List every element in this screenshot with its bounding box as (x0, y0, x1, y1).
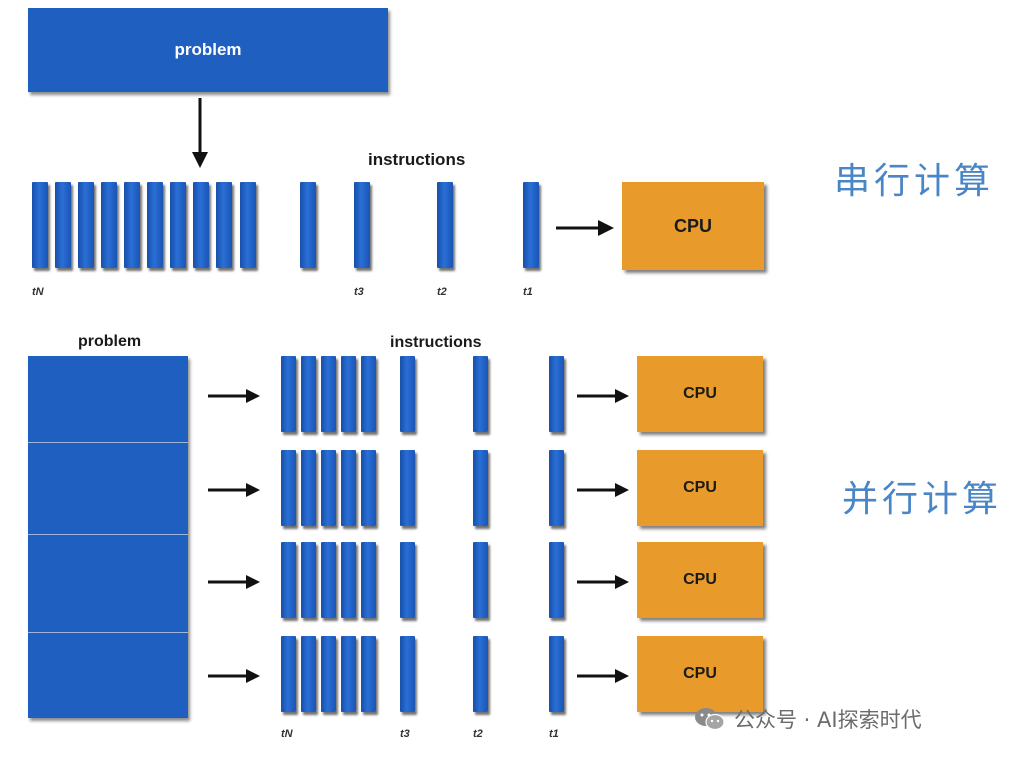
parallel-left-arrow (208, 669, 260, 683)
parallel-cpu-box: CPU (637, 356, 763, 432)
parallel-bar (473, 450, 488, 526)
serial-bar (147, 182, 163, 268)
parallel-right-arrow (577, 669, 629, 683)
serial-right-arrow (556, 220, 614, 236)
parallel-cpu-label: CPU (683, 571, 717, 588)
parallel-bar (341, 542, 356, 618)
problem-divider (28, 534, 188, 535)
serial-problem-box: problem (28, 8, 388, 92)
parallel-right-arrow (577, 575, 629, 589)
parallel-bar (341, 356, 356, 432)
serial-bar (240, 182, 256, 268)
parallel-bar (341, 636, 356, 712)
watermark-text: 公众号 · AI探索时代 (734, 708, 922, 732)
parallel-tick-t1: t1 (549, 728, 559, 740)
serial-title: 串行计算 (834, 161, 995, 202)
parallel-bar (549, 356, 564, 432)
parallel-bar (549, 636, 564, 712)
parallel-bar (321, 636, 336, 712)
parallel-bar (400, 450, 415, 526)
parallel-bar (281, 636, 296, 712)
serial-bar (78, 182, 94, 268)
serial-bar (101, 182, 117, 268)
serial-bar (437, 182, 453, 268)
parallel-bar (321, 450, 336, 526)
parallel-left-arrow (208, 389, 260, 403)
parallel-bar (473, 542, 488, 618)
parallel-bar (301, 636, 316, 712)
serial-cpu-label: CPU (673, 215, 712, 236)
parallel-bar (281, 356, 296, 432)
watermark: 公众号 · AI探索时代 (694, 704, 922, 734)
parallel-bar (361, 636, 376, 712)
serial-down-arrow (192, 98, 208, 168)
serial-bar (354, 182, 370, 268)
serial-bar (216, 182, 232, 268)
parallel-bar (549, 450, 564, 526)
parallel-bar (321, 356, 336, 432)
serial-tick-t2: t2 (437, 286, 447, 298)
wechat-icon (695, 708, 725, 731)
serial-tick-t3: t3 (354, 286, 364, 298)
serial-cpu-box: CPU (622, 182, 764, 270)
serial-tick-t1: t1 (523, 286, 533, 298)
parallel-bar (301, 356, 316, 432)
parallel-bar (361, 450, 376, 526)
parallel-tick-t3: t3 (400, 728, 410, 740)
problem-divider (28, 632, 188, 633)
parallel-bar (473, 356, 488, 432)
parallel-bar (400, 636, 415, 712)
serial-instructions-label: instructions (368, 150, 466, 169)
serial-bar (523, 182, 539, 268)
parallel-cpu-label: CPU (683, 479, 717, 496)
parallel-right-arrow (577, 389, 629, 403)
parallel-cpu-label: CPU (683, 385, 717, 402)
parallel-bar (301, 542, 316, 618)
parallel-cpu-box: CPU (637, 542, 763, 618)
parallel-cpu-box: CPU (637, 636, 763, 712)
parallel-title: 并行计算 (842, 479, 1003, 520)
serial-problem-label: problem (174, 40, 242, 59)
parallel-bar (321, 542, 336, 618)
parallel-left-arrow (208, 575, 260, 589)
parallel-left-arrow (208, 483, 260, 497)
parallel-bar (400, 356, 415, 432)
parallel-bar (281, 450, 296, 526)
parallel-right-arrow (577, 483, 629, 497)
parallel-tick-t2: t2 (473, 728, 483, 740)
serial-tick-tN: tN (32, 286, 44, 298)
serial-bar (300, 182, 316, 268)
parallel-bar (473, 636, 488, 712)
parallel-cpu-label: CPU (683, 665, 717, 682)
parallel-bar (400, 542, 415, 618)
parallel-cpu-box: CPU (637, 450, 763, 526)
serial-bar (193, 182, 209, 268)
parallel-problem-box (28, 356, 188, 718)
parallel-bar (361, 542, 376, 618)
parallel-bar (549, 542, 564, 618)
parallel-bar (361, 356, 376, 432)
parallel-bar (301, 450, 316, 526)
parallel-bar (341, 450, 356, 526)
problem-divider (28, 442, 188, 443)
serial-bar (32, 182, 48, 268)
parallel-bar (281, 542, 296, 618)
serial-bar (170, 182, 186, 268)
parallel-problem-label: problem (78, 333, 142, 350)
serial-bar (55, 182, 71, 268)
serial-bar (124, 182, 140, 268)
parallel-tick-tN: tN (281, 728, 293, 740)
parallel-instructions-label: instructions (390, 334, 482, 351)
